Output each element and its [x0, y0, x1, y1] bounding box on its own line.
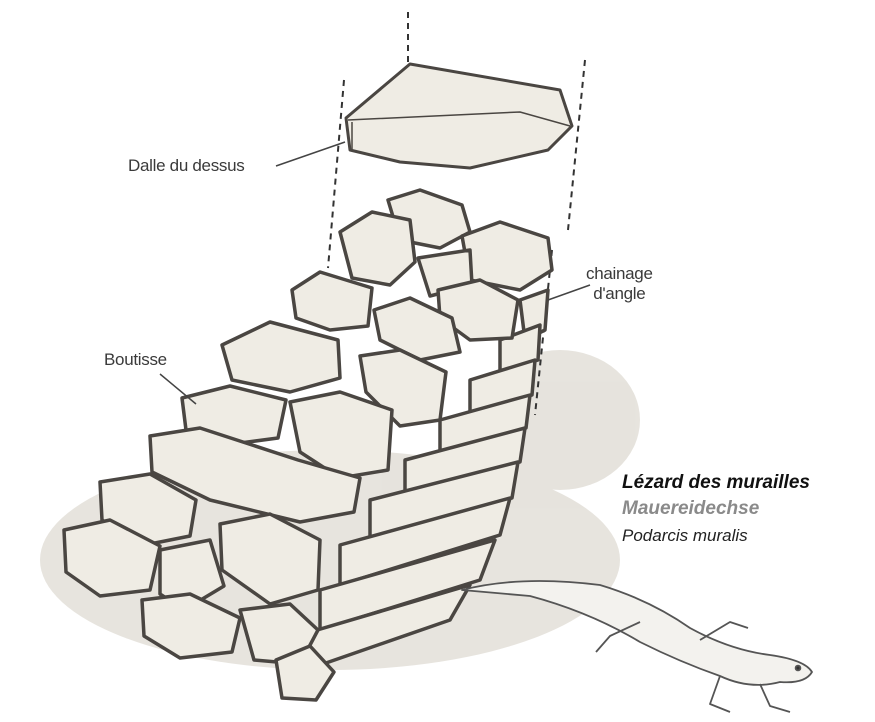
- label-corner-chain-line1: chainage: [586, 264, 653, 284]
- species-latin-name: Podarcis muralis: [622, 526, 748, 546]
- species-german-name: Mauereidechse: [622, 498, 759, 520]
- label-top-slab: Dalle du dessus: [128, 156, 244, 176]
- species-french-name: Lézard des murailles: [622, 472, 810, 494]
- label-corner-chain-line2: d'angle: [586, 284, 653, 304]
- label-header-stone: Boutisse: [104, 350, 167, 370]
- top-slab: [346, 64, 572, 168]
- label-corner-chain: chainage d'angle: [586, 264, 653, 303]
